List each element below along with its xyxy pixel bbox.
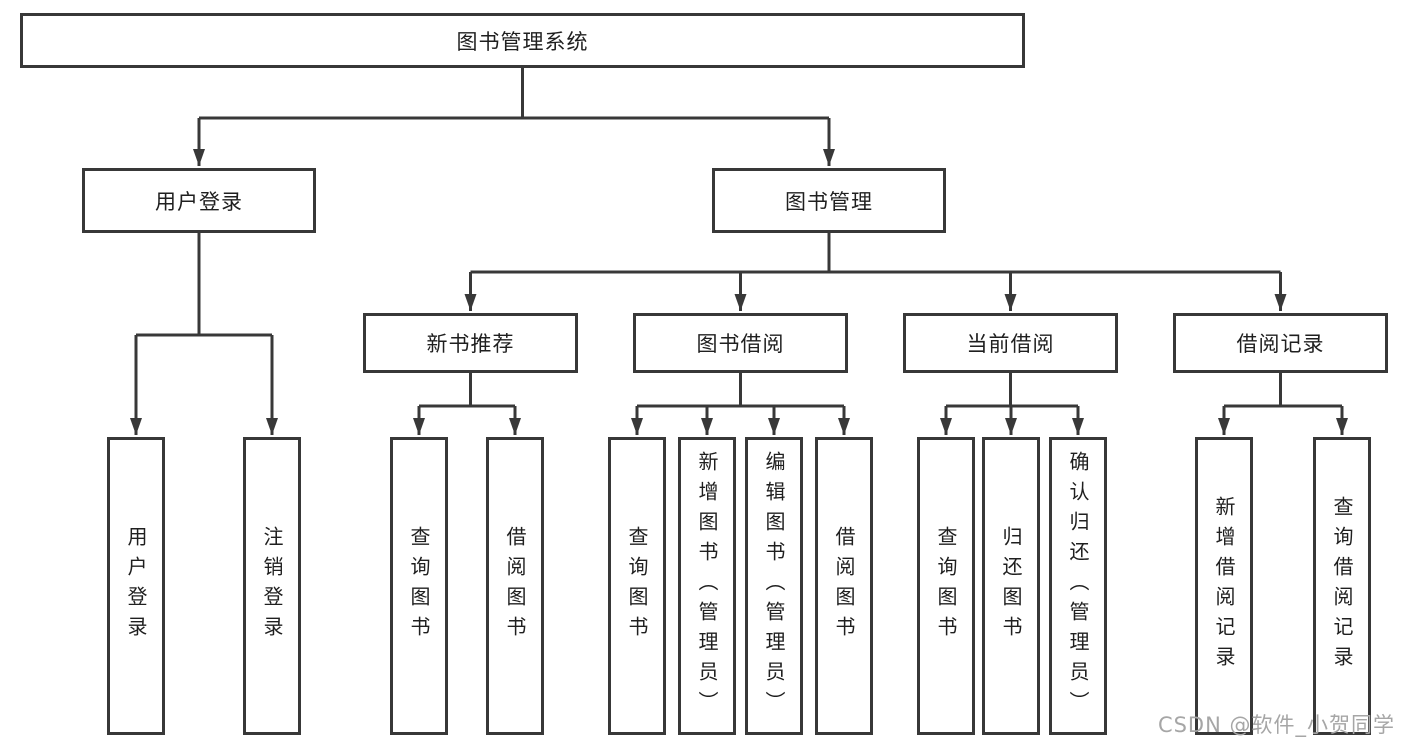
node-label: 查询图书 xyxy=(934,526,958,646)
node-borrow-books-leaf: 借阅图书 xyxy=(815,437,873,735)
node-label: 查询图书 xyxy=(625,526,649,646)
node-add-borrow-record: 新增借阅记录 xyxy=(1195,437,1253,735)
node-add-book-admin: 新增图书（管理员） xyxy=(678,437,736,735)
node-label: 注销登录 xyxy=(260,526,284,646)
node-borrowing-records: 借阅记录 xyxy=(1173,313,1388,373)
node-query-books-current: 查询图书 xyxy=(917,437,975,735)
node-return-book: 归还图书 xyxy=(982,437,1040,735)
node-label: 新书推荐 xyxy=(426,332,515,356)
node-label: 新增借阅记录 xyxy=(1212,496,1236,676)
node-query-borrow-record: 查询借阅记录 xyxy=(1313,437,1371,735)
node-query-books-borrowing: 查询图书 xyxy=(608,437,666,735)
node-label: 借阅图书 xyxy=(503,526,527,646)
node-query-books-recommend: 查询图书 xyxy=(390,437,448,735)
node-current-borrowing: 当前借阅 xyxy=(903,313,1118,373)
node-book-borrowing: 图书借阅 xyxy=(633,313,848,373)
node-label: 图书管理 xyxy=(785,189,873,214)
node-borrow-books-recommend: 借阅图书 xyxy=(486,437,544,735)
node-label: 归还图书 xyxy=(999,526,1023,646)
node-label: 图书借阅 xyxy=(696,332,785,356)
node-label: 用户登录 xyxy=(155,189,243,214)
node-confirm-return-admin: 确认归还（管理员） xyxy=(1049,437,1107,735)
connectors xyxy=(130,68,1348,435)
node-label: 当前借阅 xyxy=(966,332,1055,356)
connector-trunks xyxy=(136,68,1342,408)
node-label: 图书管理系统 xyxy=(456,29,589,54)
node-user-login: 用户登录 xyxy=(82,168,316,233)
node-logout-leaf: 注销登录 xyxy=(243,437,301,735)
node-new-book-recommend: 新书推荐 xyxy=(363,313,578,373)
node-label: 借阅图书 xyxy=(832,526,856,646)
node-label: 查询借阅记录 xyxy=(1330,496,1354,676)
csdn-watermark: CSDN @软件_小贺同学 xyxy=(1157,713,1395,737)
node-label: 编辑图书（管理员） xyxy=(762,451,786,721)
node-book-management: 图书管理 xyxy=(712,168,946,233)
node-user-login-leaf: 用户登录 xyxy=(107,437,165,735)
node-label: 用户登录 xyxy=(124,526,148,646)
node-label: 查询图书 xyxy=(407,526,431,646)
node-label: 借阅记录 xyxy=(1236,332,1325,356)
node-label: 新增图书（管理员） xyxy=(695,451,719,721)
node-edit-book-admin: 编辑图书（管理员） xyxy=(745,437,803,735)
node-library-system: 图书管理系统 xyxy=(20,13,1025,68)
node-label: 确认归还（管理员） xyxy=(1066,451,1090,721)
